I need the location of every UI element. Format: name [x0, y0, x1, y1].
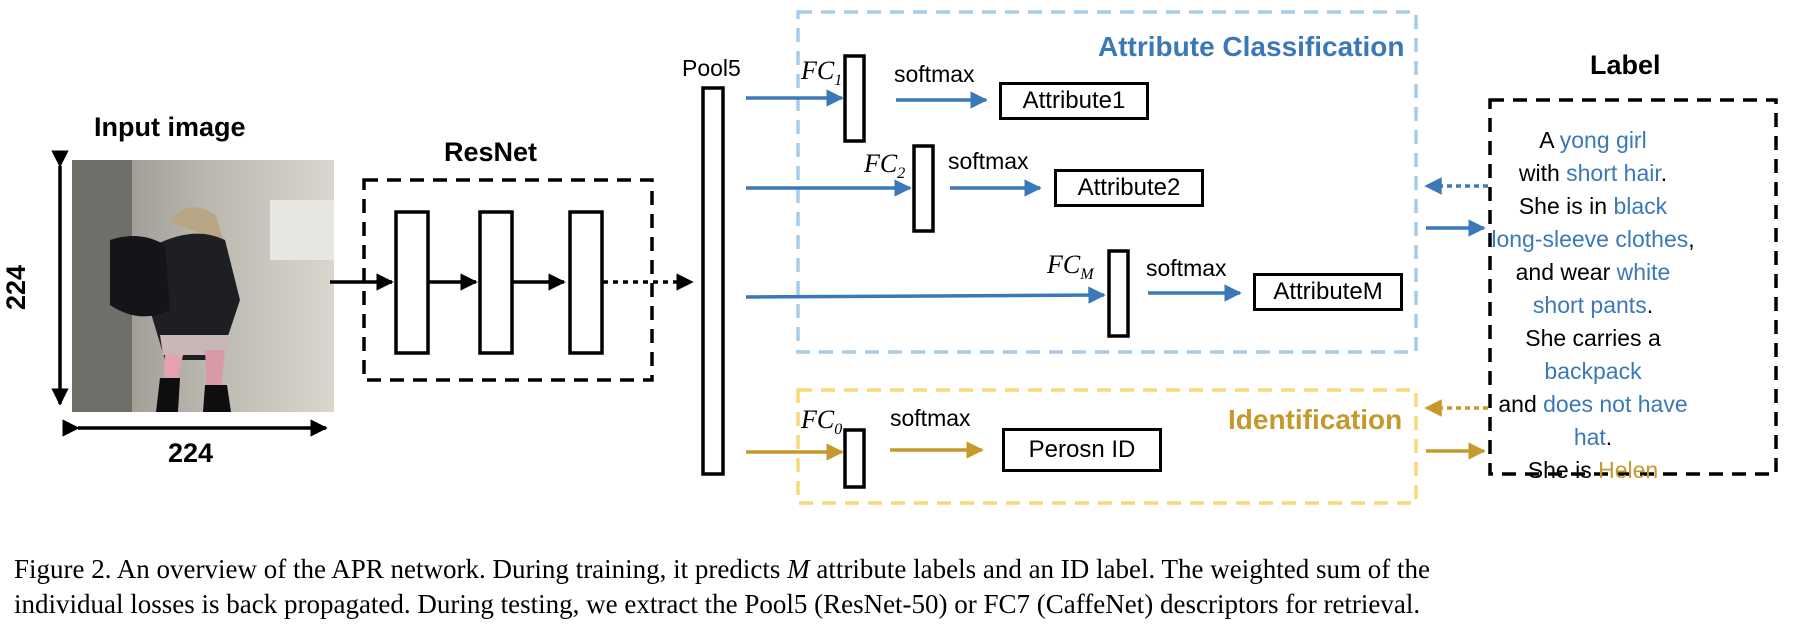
caption-line1-a: Figure 2. An overview of the APR network…	[14, 554, 788, 584]
softmax-label-2: softmax	[948, 148, 1029, 174]
softmax-label-m: softmax	[1146, 255, 1227, 281]
pool5-label: Pool5	[682, 55, 741, 81]
input-image-title: Input image	[94, 112, 246, 142]
figure-caption: Figure 2. An overview of the APR network…	[14, 552, 1799, 622]
resnet-layer-1	[394, 210, 430, 355]
label-line: short pants.	[1488, 289, 1698, 322]
fcm-label: FCM	[1047, 250, 1094, 284]
label-line: and does not have hat.	[1488, 388, 1698, 454]
input-height-label: 224	[1, 264, 32, 311]
pool-to-fcm-arrow	[745, 286, 1106, 304]
label-segment: Helen	[1598, 457, 1659, 483]
label-line: She is Helen	[1488, 454, 1698, 487]
fc1-label: FC1	[801, 56, 843, 90]
fc0-layer	[843, 428, 866, 489]
label-segment: .	[1646, 292, 1654, 318]
label-segment: A	[1539, 127, 1560, 153]
pool5-layer	[701, 86, 725, 476]
label-segment: She carries a	[1525, 325, 1661, 351]
attribute1-output: Attribute1	[999, 82, 1149, 120]
label-segment: black	[1613, 193, 1668, 219]
label-line: She carries a backpack	[1488, 322, 1698, 388]
input-image	[72, 160, 334, 412]
label-segment: backpack	[1544, 358, 1642, 384]
label-line: A yong girl	[1488, 124, 1698, 157]
label-line: and wear white	[1488, 256, 1698, 289]
attribute-classification-box	[796, 10, 1418, 354]
caption-line2: individual losses is back propagated. Du…	[14, 589, 1421, 619]
label-line: with short hair.	[1488, 157, 1698, 190]
attribute2-output: Attribute2	[1054, 169, 1204, 207]
label-segment: short hair	[1566, 160, 1661, 186]
label-segment: white	[1616, 259, 1671, 285]
label-segment: ,	[1688, 226, 1695, 252]
softmax-label-1: softmax	[894, 61, 975, 87]
fc2-label: FC2	[864, 149, 906, 183]
label-line: long-sleeve clothes,	[1488, 223, 1698, 256]
caption-line1-b: attribute labels and an ID label. The we…	[809, 554, 1430, 584]
fc0-label: FC0	[801, 405, 843, 439]
resnet-layer-3	[568, 210, 604, 355]
label-segment: She is	[1527, 457, 1599, 483]
label-segment: and	[1498, 391, 1544, 417]
resnet-layer-2	[478, 210, 514, 355]
fcm-layer	[1107, 249, 1130, 338]
label-segment: with	[1518, 160, 1567, 186]
attribute-classification-title: Attribute Classification	[1098, 31, 1405, 62]
caption-m: M	[787, 554, 810, 584]
label-dashed-box	[1488, 98, 1778, 476]
label-segment: long-sleeve clothes	[1491, 226, 1689, 252]
label-segment: and wear	[1515, 259, 1617, 285]
label-segment: She is in	[1518, 193, 1614, 219]
person-id-output: Perosn ID	[1002, 428, 1162, 472]
label-segment: does not have hat	[1543, 391, 1688, 450]
label-segment: .	[1605, 424, 1613, 450]
identification-box	[796, 388, 1418, 505]
label-line: She is in black	[1488, 190, 1698, 223]
attributem-output: AttributeM	[1253, 273, 1403, 311]
resnet-dashed-box	[362, 178, 654, 382]
fc1-layer	[843, 54, 866, 143]
softmax-label-id: softmax	[890, 405, 971, 431]
label-segment: yong girl	[1559, 127, 1647, 153]
fc2-layer	[912, 144, 935, 233]
input-width-label: 224	[168, 438, 214, 468]
resnet-title: ResNet	[444, 137, 538, 167]
identification-title: Identification	[1228, 404, 1403, 435]
label-title: Label	[1590, 50, 1661, 80]
label-segment: short pants	[1532, 292, 1647, 318]
label-segment: .	[1660, 160, 1668, 186]
